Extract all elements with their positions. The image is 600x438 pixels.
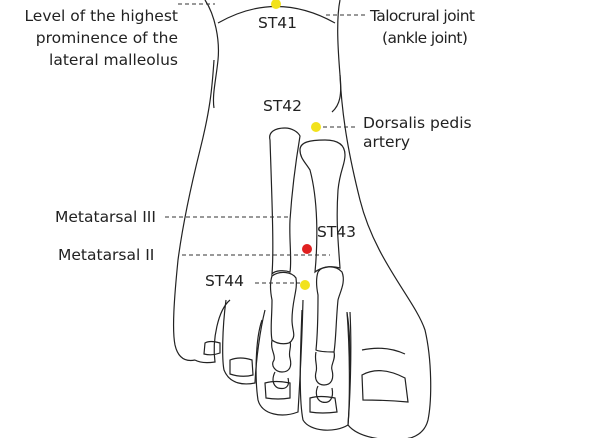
malleolus-line-2: prominence of the [35,29,178,47]
malleolus-label: Level of the highest prominence of the l… [20,5,178,71]
leader-lines [165,3,366,284]
talocrural-line-1: Talocrural joint [370,7,475,25]
talocrural-label: Talocrural joint (ankle joint) [370,5,475,49]
dorsalis-line-2: artery [363,133,411,151]
foot-outline [172,0,432,438]
metatarsal2-label: Metatarsal II [58,246,155,264]
st44-point [300,280,310,290]
st41-point [271,0,281,9]
st43-point [302,244,312,254]
malleolus-line-1: Level of the highest [24,7,178,25]
dorsalis-label: Dorsalis pedis artery [363,114,472,152]
st42-label: ST42 [263,97,303,115]
st42-point [311,122,321,132]
talocrural-line-2: (ankle joint) [382,29,468,47]
st43-label: ST43 [317,223,357,241]
malleolus-line-3: lateral malleolus [49,51,178,69]
dorsalis-line-1: Dorsalis pedis [363,114,472,132]
metatarsal3-label: Metatarsal III [55,208,156,226]
st41-label: ST41 [258,14,298,32]
st44-label: ST44 [205,272,245,290]
